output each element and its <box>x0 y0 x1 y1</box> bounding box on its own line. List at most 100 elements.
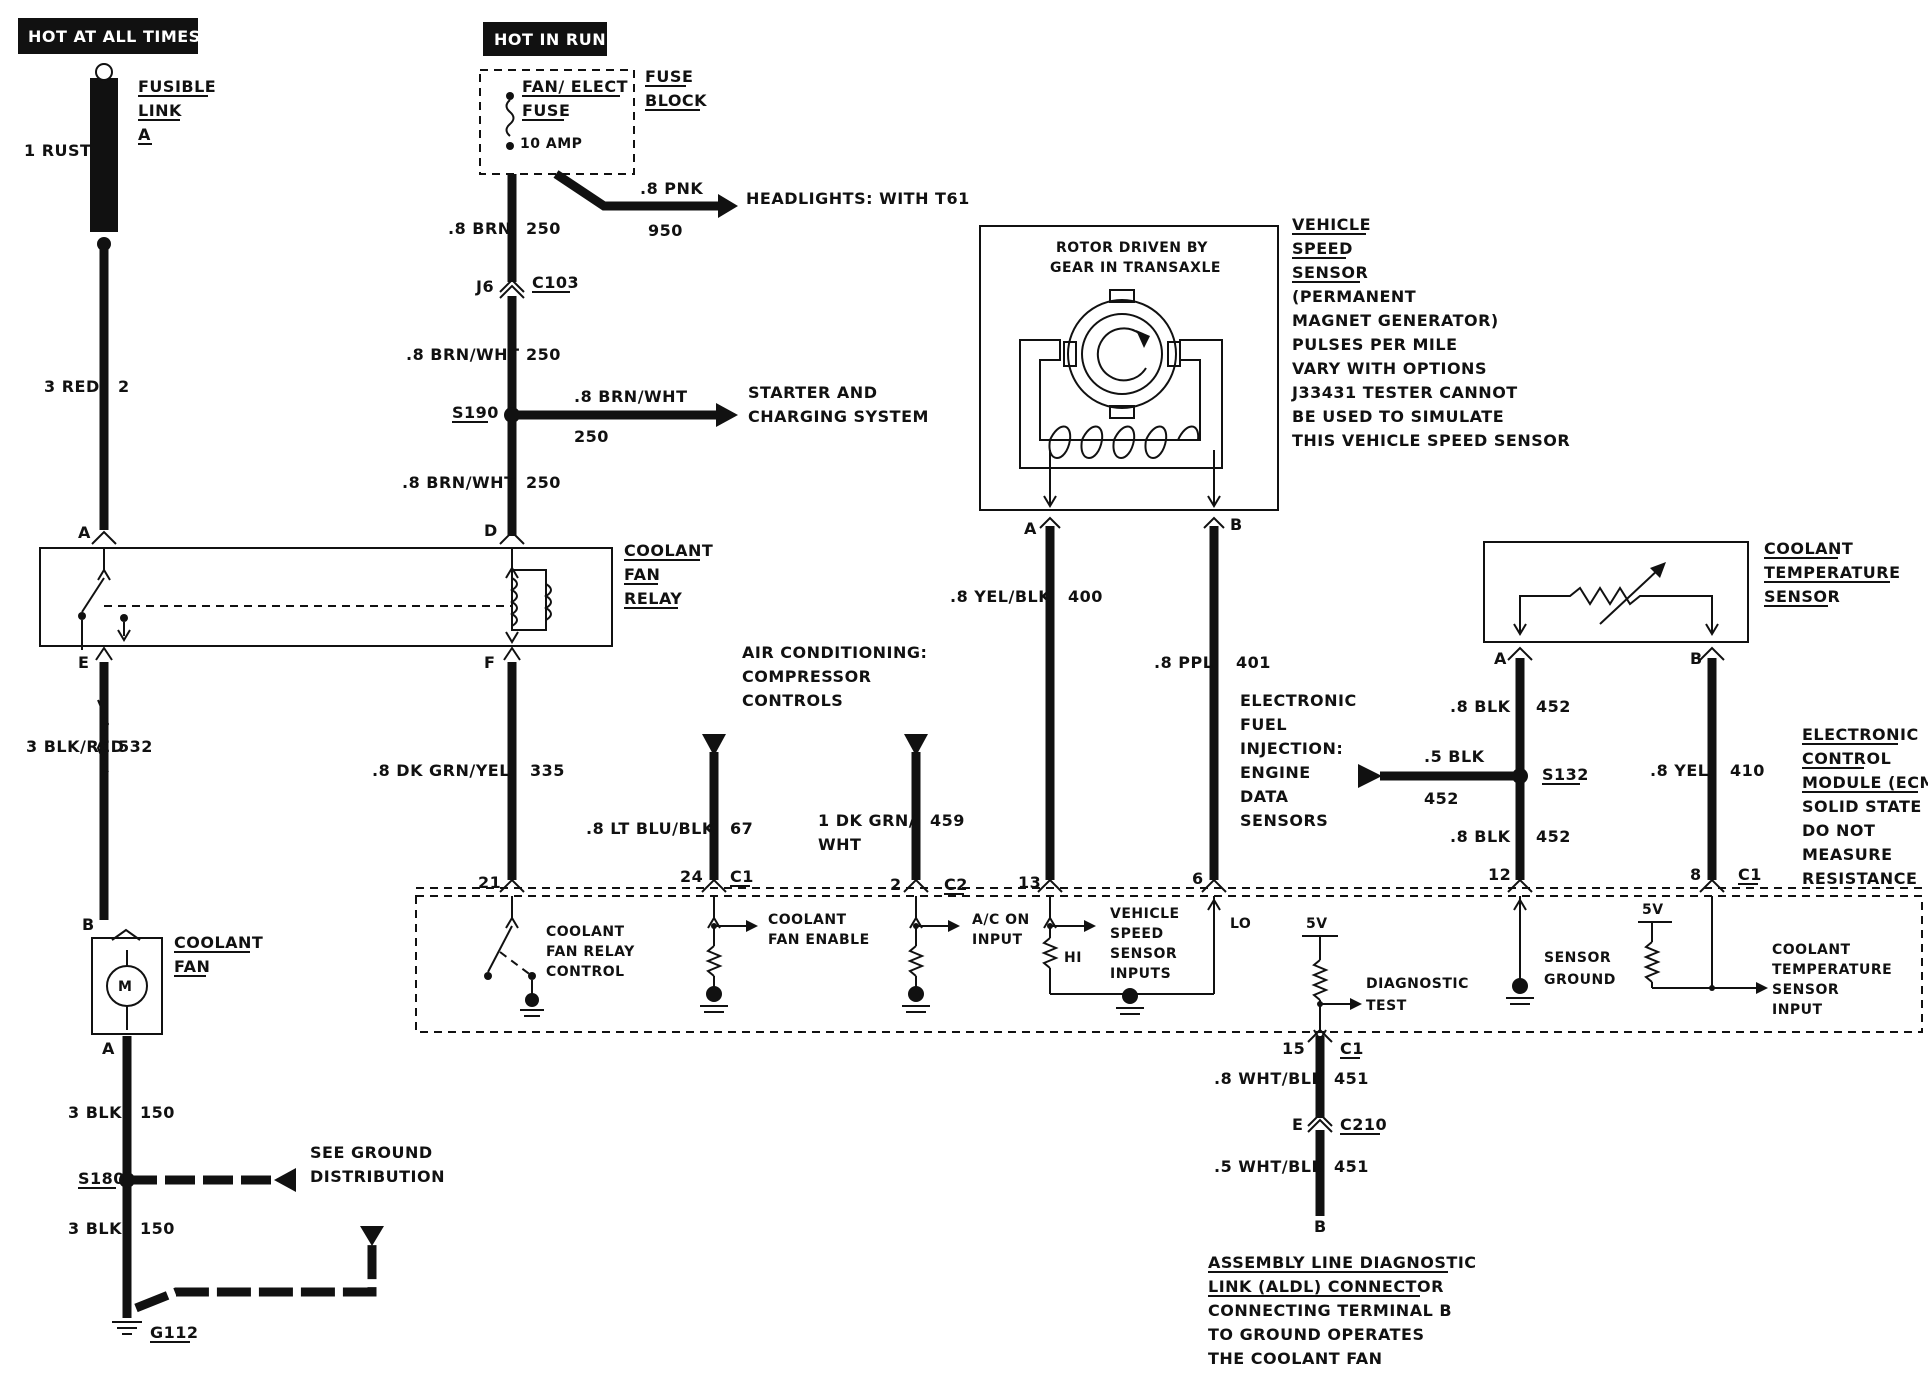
svg-text:.8 BLK: .8 BLK <box>1450 697 1511 716</box>
svg-text:A: A <box>1494 649 1507 668</box>
svg-text:335: 335 <box>530 761 565 780</box>
svg-text:J6: J6 <box>475 277 494 296</box>
ecm-label: ELECTRONIC CONTROL MODULE (ECM) SOLID ST… <box>1802 725 1928 888</box>
svg-text:2: 2 <box>890 875 902 894</box>
svg-text:ASSEMBLY LINE DIAGNOSTIC: ASSEMBLY LINE DIAGNOSTIC <box>1208 1253 1477 1272</box>
svg-text:452: 452 <box>1424 789 1459 808</box>
svg-text:LINK: LINK <box>138 101 182 120</box>
wire-brn-wht-250-upper: .8 BRN/WHT 250 <box>406 296 560 415</box>
motor-symbol: M <box>118 979 132 995</box>
svg-text:MAGNET GENERATOR): MAGNET GENERATOR) <box>1292 311 1499 330</box>
svg-text:D: D <box>484 521 498 540</box>
wire-3-red: 3 RED 2 <box>44 237 130 530</box>
ground-g112: G112 <box>112 1321 198 1343</box>
svg-text:A: A <box>78 523 91 542</box>
svg-text:67: 67 <box>730 819 753 838</box>
svg-text:FAN: FAN <box>624 565 660 584</box>
svg-text:THIS VEHICLE SPEED SENSOR: THIS VEHICLE SPEED SENSOR <box>1292 431 1570 450</box>
svg-text:COOLANT: COOLANT <box>174 933 263 952</box>
svg-text:THE COOLANT FAN: THE COOLANT FAN <box>1208 1349 1383 1368</box>
svg-text:250: 250 <box>526 473 561 492</box>
svg-text:J33431 TESTER CANNOT: J33431 TESTER CANNOT <box>1291 383 1518 402</box>
svg-text:BLOCK: BLOCK <box>645 91 707 110</box>
svg-text:A/C ON: A/C ON <box>972 912 1030 928</box>
svg-text:VARY WITH OPTIONS: VARY WITH OPTIONS <box>1292 359 1487 378</box>
svg-text:ROTOR DRIVEN BY: ROTOR DRIVEN BY <box>1056 240 1208 256</box>
svg-text:CONTROLS: CONTROLS <box>742 691 843 710</box>
svg-text:COOLANT: COOLANT <box>546 924 625 940</box>
svg-text:10 AMP: 10 AMP <box>520 136 582 152</box>
svg-text:.8 LT BLU/BLK: .8 LT BLU/BLK <box>586 819 715 838</box>
svg-text:CHARGING SYSTEM: CHARGING SYSTEM <box>748 407 929 426</box>
svg-text:AIR CONDITIONING:: AIR CONDITIONING: <box>742 643 927 662</box>
fuse-block: FAN/ ELECT FUSE 10 AMP FUSE BLOCK <box>479 67 707 175</box>
svg-text:SENSORS: SENSORS <box>1240 811 1328 830</box>
svg-text:.8 DK GRN/YEL: .8 DK GRN/YEL <box>372 761 510 780</box>
svg-text:RELAY: RELAY <box>624 589 682 608</box>
svg-text:COOLANT: COOLANT <box>1772 942 1851 958</box>
wire-yel-410: .8 YEL 410 <box>1650 658 1765 880</box>
svg-text:BE USED TO SIMULATE: BE USED TO SIMULATE <box>1292 407 1504 426</box>
svg-text:2: 2 <box>118 377 130 396</box>
svg-text:WHT: WHT <box>818 835 861 854</box>
svg-text:HI: HI <box>1064 950 1082 966</box>
svg-text:5V: 5V <box>1642 902 1664 918</box>
connector-c103: J6 C103 <box>475 273 579 299</box>
svg-text:1 DK GRN/: 1 DK GRN/ <box>818 811 915 830</box>
coolant-temperature-sensor: COOLANT TEMPERATURE SENSOR A B <box>1483 539 1900 668</box>
svg-text:CONNECTING TERMINAL B: CONNECTING TERMINAL B <box>1208 1301 1452 1320</box>
svg-text:5V: 5V <box>1306 916 1328 932</box>
svg-text:C1: C1 <box>730 867 754 886</box>
wire-dk-grn-yel-335: .8 DK GRN/YEL 335 <box>372 662 565 880</box>
svg-text:TO GROUND OPERATES: TO GROUND OPERATES <box>1208 1325 1424 1344</box>
svg-text:.5 WHT/BLK: .5 WHT/BLK <box>1214 1157 1324 1176</box>
svg-text:6: 6 <box>1192 869 1204 888</box>
svg-text:DO NOT: DO NOT <box>1802 821 1875 840</box>
svg-text:FUSE: FUSE <box>522 101 570 120</box>
svg-text:SENSOR: SENSOR <box>1110 946 1177 962</box>
wire-wht-blk-451: 15 C1 .8 WHT/BLK 451 E C210 .5 WHT/BLK 4… <box>1214 1028 1387 1236</box>
svg-text:COOLANT: COOLANT <box>1764 539 1853 558</box>
svg-text:S132: S132 <box>1542 765 1589 784</box>
svg-text:FUSIBLE: FUSIBLE <box>138 77 216 96</box>
svg-text:A: A <box>1024 519 1037 538</box>
svg-text:.8 BLK: .8 BLK <box>1450 827 1511 846</box>
svg-text:C1: C1 <box>1340 1039 1364 1058</box>
svg-text:150: 150 <box>140 1103 175 1122</box>
svg-text:SEE GROUND: SEE GROUND <box>310 1143 433 1162</box>
svg-text:SPEED: SPEED <box>1292 239 1353 258</box>
aldl-connector-label: ASSEMBLY LINE DIAGNOSTIC LINK (ALDL) CON… <box>1208 1253 1477 1368</box>
svg-text:410: 410 <box>1730 761 1765 780</box>
svg-text:STARTER AND: STARTER AND <box>748 383 877 402</box>
svg-text:HOT AT ALL TIMES: HOT AT ALL TIMES <box>28 27 201 46</box>
svg-text:E: E <box>78 653 89 672</box>
svg-text:FUSE: FUSE <box>645 67 693 86</box>
svg-text:HOT IN RUN: HOT IN RUN <box>494 30 606 49</box>
svg-text:TEMPERATURE: TEMPERATURE <box>1772 962 1892 978</box>
svg-text:MODULE (ECM): MODULE (ECM) <box>1802 773 1928 792</box>
svg-text:B: B <box>82 915 95 934</box>
svg-text:S190: S190 <box>452 403 499 422</box>
svg-text:TEST: TEST <box>1366 998 1407 1014</box>
svg-text:3 BLK: 3 BLK <box>68 1219 122 1238</box>
svg-text:SPEED: SPEED <box>1110 926 1164 942</box>
wire-blk-red-532: 3 BLK/RED 532 <box>26 662 152 920</box>
svg-text:RESISTANCE: RESISTANCE <box>1802 869 1917 888</box>
svg-text:3 BLK/RED: 3 BLK/RED <box>26 737 124 756</box>
svg-text:950: 950 <box>648 221 683 240</box>
svg-text:.8 BRN: .8 BRN <box>448 219 512 238</box>
ac-compressor-label: AIR CONDITIONING: COMPRESSOR CONTROLS <box>742 643 927 710</box>
svg-text:B: B <box>1314 1217 1327 1236</box>
svg-text:HEADLIGHTS: WITH T61: HEADLIGHTS: WITH T61 <box>746 189 970 208</box>
svg-text:CONTROL: CONTROL <box>546 964 625 980</box>
svg-text:452: 452 <box>1536 697 1571 716</box>
svg-text:DATA: DATA <box>1240 787 1289 806</box>
svg-text:A: A <box>138 125 151 144</box>
svg-text:C210: C210 <box>1340 1115 1387 1134</box>
svg-text:LINK (ALDL) CONNECTOR: LINK (ALDL) CONNECTOR <box>1208 1277 1444 1296</box>
svg-text:VEHICLE: VEHICLE <box>1292 215 1371 234</box>
svg-text:MEASURE: MEASURE <box>1802 845 1893 864</box>
svg-text:.8 BRN/WHT: .8 BRN/WHT <box>574 387 687 406</box>
svg-text:GEAR IN TRANSAXLE: GEAR IN TRANSAXLE <box>1050 260 1221 276</box>
wire-lt-blu-blk-67: .8 LT BLU/BLK 67 <box>586 734 753 880</box>
